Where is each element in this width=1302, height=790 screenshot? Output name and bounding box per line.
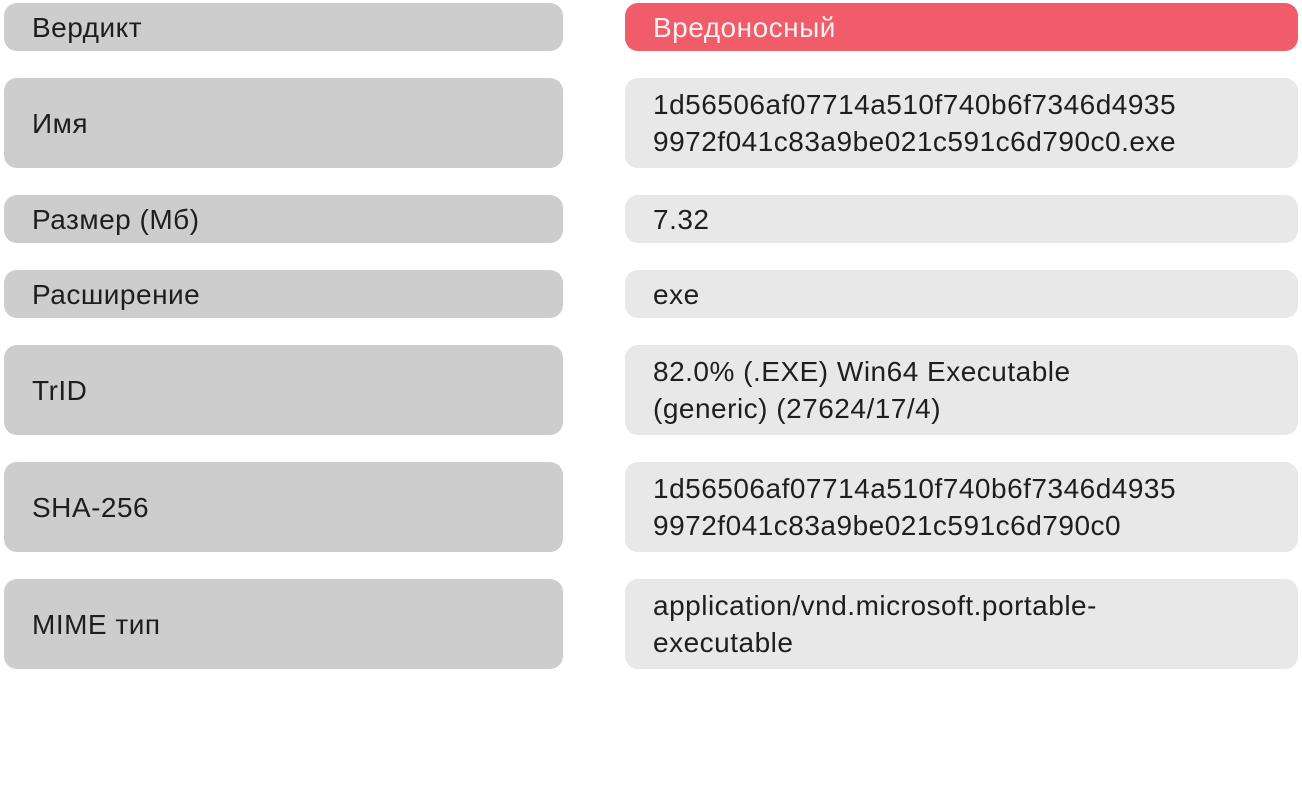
row-value: 82.0% (.EXE) Win64 Executable (generic) … (625, 345, 1298, 435)
table-row: Имя 1d56506af07714a510f740b6f7346d493599… (4, 78, 1298, 168)
row-label: TrID (4, 345, 563, 435)
table-row: Размер (Мб) 7.32 (4, 195, 1298, 243)
table-row: Расширение exe (4, 270, 1298, 318)
row-value: 1d56506af07714a510f740b6f7346d49359972f0… (625, 78, 1298, 168)
row-value: 7.32 (625, 195, 1298, 243)
table-row: SHA-256 1d56506af07714a510f740b6f7346d49… (4, 462, 1298, 552)
row-label: SHA-256 (4, 462, 563, 552)
row-value-text: application/vnd.microsoft.portable-execu… (653, 590, 1097, 658)
row-label: Вердикт (4, 3, 563, 51)
row-value-text: 1d56506af07714a510f740b6f7346d49359972f0… (653, 89, 1177, 157)
row-label: Размер (Мб) (4, 195, 563, 243)
row-value-text: 7.32 (653, 203, 710, 235)
table-row: MIME тип application/vnd.microsoft.porta… (4, 579, 1298, 669)
row-value-text: Вредоносный (653, 11, 836, 43)
row-value: 1d56506af07714a510f740b6f7346d49359972f0… (625, 462, 1298, 552)
table-row: TrID 82.0% (.EXE) Win64 Executable (gene… (4, 345, 1298, 435)
row-value-text: 82.0% (.EXE) Win64 Executable (generic) … (653, 356, 1071, 424)
table-row: Вердикт Вредоносный (4, 3, 1298, 51)
row-label: Расширение (4, 270, 563, 318)
verdict-badge: Вредоносный (625, 3, 1298, 51)
row-value: application/vnd.microsoft.portable-execu… (625, 579, 1298, 669)
row-value-text: 1d56506af07714a510f740b6f7346d49359972f0… (653, 473, 1177, 541)
row-value: exe (625, 270, 1298, 318)
row-label: Имя (4, 78, 563, 168)
row-value-text: exe (653, 278, 700, 310)
row-label: MIME тип (4, 579, 563, 669)
file-details-table: Вердикт Вредоносный Имя 1d56506af07714a5… (4, 3, 1298, 669)
